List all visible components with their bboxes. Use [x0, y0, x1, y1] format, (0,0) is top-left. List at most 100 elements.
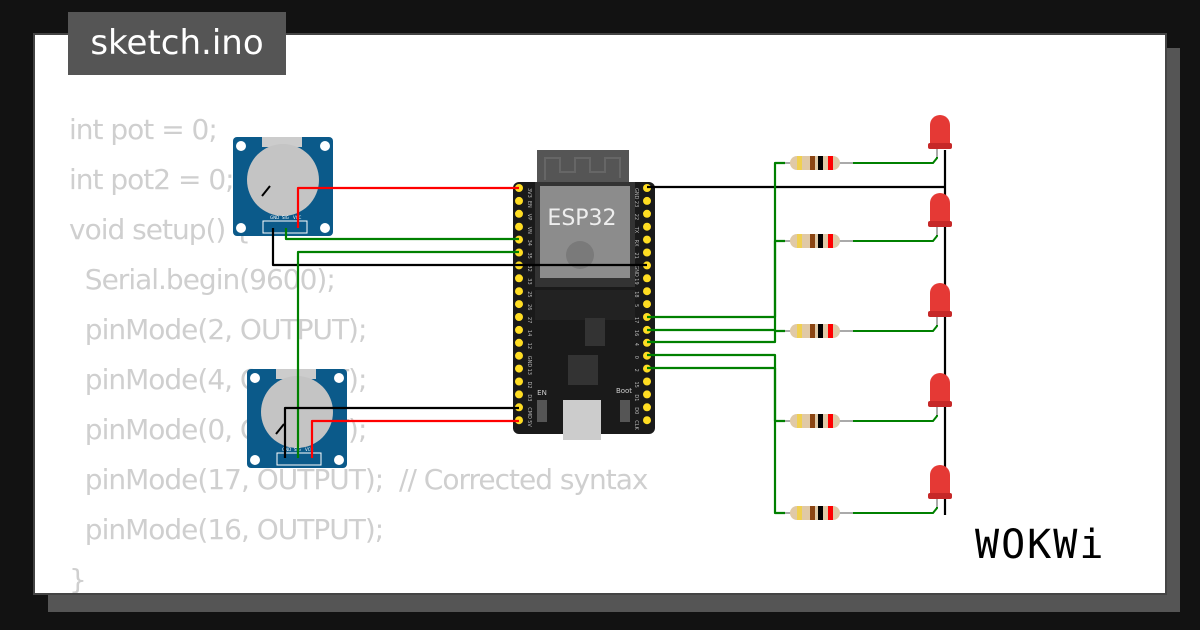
pin-left-VN[interactable]: [515, 222, 523, 231]
wire-pot1-vcc[interactable]: [296, 186, 519, 228]
pin-label: GND: [270, 215, 279, 220]
pin-label: 3V3: [526, 188, 532, 198]
resistor-5[interactable]: [785, 506, 855, 520]
pin-label: 15: [633, 382, 639, 388]
pin-right-RX[interactable]: [643, 235, 651, 244]
pin-label: 27: [526, 317, 532, 323]
resistor-4[interactable]: [785, 414, 855, 428]
pin-left-EN[interactable]: [515, 196, 523, 205]
pin-left-13[interactable]: [515, 364, 523, 373]
pin-right-5[interactable]: [643, 300, 651, 309]
wire-led-1[interactable]: [853, 150, 938, 164]
code-line: void setup() {: [69, 213, 251, 246]
pin-left-D2[interactable]: [515, 377, 523, 386]
pin-label: 14: [526, 330, 532, 336]
esp32-board[interactable]: ESP32 EN Boot 3V3ENVPVN34353233252627141…: [513, 150, 655, 440]
pin-left-VP[interactable]: [515, 209, 523, 218]
pin-label: D2: [526, 382, 532, 389]
pin-label: 35: [526, 253, 532, 259]
pin-label: RX: [633, 240, 639, 247]
wire-led-5[interactable]: [853, 500, 938, 514]
pin-label: 32: [526, 265, 532, 271]
pin-label: GND: [282, 447, 291, 452]
led-4[interactable]: [928, 373, 952, 415]
pin-label: D3: [526, 394, 532, 401]
pin-right-15[interactable]: [643, 377, 651, 386]
pin-label: 21: [633, 253, 639, 259]
pin-label: 12: [526, 343, 532, 349]
pin-right-19[interactable]: [643, 274, 651, 283]
pin-label: GND: [633, 265, 639, 277]
code-line: int pot = 0;: [69, 113, 218, 146]
pin-label: 16: [633, 330, 639, 336]
wire-pot2-sig[interactable]: [296, 250, 519, 458]
wire-led-4[interactable]: [853, 408, 938, 422]
led-1[interactable]: [928, 115, 952, 157]
resistor-1[interactable]: [785, 156, 855, 170]
potentiometer-1[interactable]: GND SIG VCC: [233, 137, 333, 236]
boot-label: Boot: [616, 387, 632, 395]
led-5[interactable]: [928, 465, 952, 507]
led-2[interactable]: [928, 193, 952, 235]
pin-right-18[interactable]: [643, 287, 651, 296]
pin-left-GND[interactable]: [515, 351, 523, 360]
wire-gpio2[interactable]: [647, 366, 785, 515]
pin-label: 0: [633, 356, 639, 359]
pin-label: 34: [526, 240, 532, 246]
esp32-label: ESP32: [547, 206, 616, 231]
en-button[interactable]: [537, 400, 547, 422]
wire-pot2-gnd[interactable]: [283, 406, 519, 458]
pin-label: 18: [633, 291, 639, 297]
pin-label: VCC: [305, 447, 314, 452]
knob-indicator: [275, 423, 285, 435]
pin-label: GND: [633, 188, 639, 200]
pin-label: 19: [633, 278, 639, 284]
pin-left-26[interactable]: [515, 300, 523, 309]
pin-right-D1[interactable]: [643, 390, 651, 399]
wire-gpio4[interactable]: [647, 239, 785, 344]
knob-indicator: [261, 185, 271, 197]
code-line: int pot2 = 0;: [69, 163, 235, 196]
en-label: EN: [537, 389, 547, 397]
pin-right-CLK[interactable]: [643, 416, 651, 425]
wire-pot2-vcc[interactable]: [310, 419, 519, 458]
pin-label: 4: [633, 343, 639, 346]
wire-pot1-gnd[interactable]: [271, 228, 647, 267]
pin-right-D0[interactable]: [643, 403, 651, 412]
wire-led-2[interactable]: [853, 228, 938, 242]
pin-right-22[interactable]: [643, 209, 651, 218]
wire-led-3[interactable]: [853, 318, 938, 332]
pin-label: VN: [526, 227, 532, 234]
pin-left-D3[interactable]: [515, 390, 523, 399]
pin-right-23[interactable]: [643, 196, 651, 205]
code-line: pinMode(2, OUTPUT);: [69, 313, 368, 346]
pin-left-25[interactable]: [515, 287, 523, 296]
pin-right-TX[interactable]: [643, 222, 651, 231]
wire-pot1-sig[interactable]: [284, 228, 519, 241]
pin-left-12[interactable]: [515, 338, 523, 347]
pin-label: 33: [526, 278, 532, 284]
pin-label: 22: [633, 214, 639, 220]
pin-label: CLK: [633, 420, 639, 430]
led-3[interactable]: [928, 283, 952, 325]
pin-right-21[interactable]: [643, 248, 651, 257]
resistor-2[interactable]: [785, 234, 855, 248]
resistor-3[interactable]: [785, 324, 855, 338]
pin-left-27[interactable]: [515, 313, 523, 321]
pin-label: CMD: [526, 407, 532, 419]
pin-label: EN: [526, 201, 532, 208]
sketch-filename: sketch.ino: [68, 12, 286, 75]
pin-left-14[interactable]: [515, 325, 523, 334]
code-line: }: [69, 563, 87, 595]
pin-label: 23: [633, 201, 639, 207]
pin-label: 5: [633, 304, 639, 307]
pin-left-33[interactable]: [515, 274, 523, 283]
wire-gpio16[interactable]: [647, 328, 785, 333]
pin-label: TX: [633, 226, 639, 234]
pin-label: 17: [633, 317, 639, 323]
boot-button[interactable]: [620, 400, 630, 422]
pin-label: 5V: [526, 420, 532, 427]
wire-gpio0[interactable]: [647, 353, 785, 423]
pin-label: 2: [633, 369, 639, 372]
